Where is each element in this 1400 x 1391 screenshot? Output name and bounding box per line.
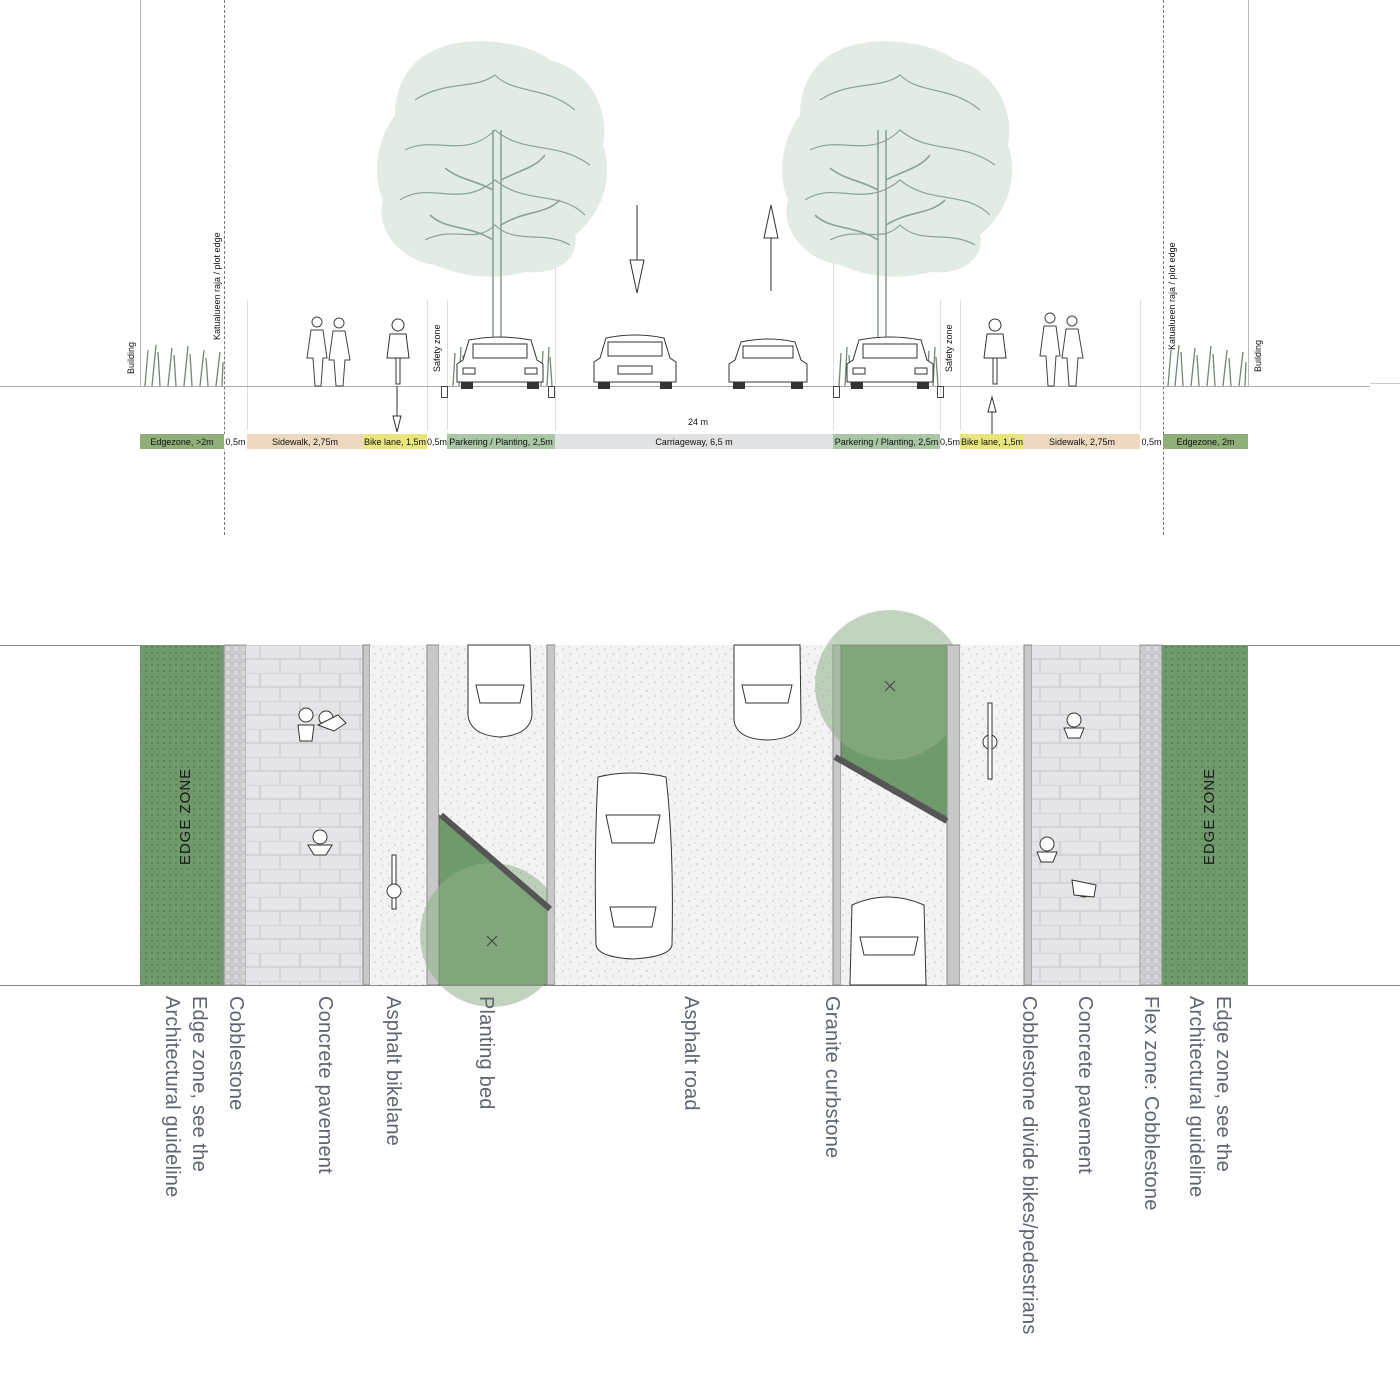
cyclist-icon [983, 318, 1007, 385]
zone-divider [960, 300, 961, 430]
tree-icon [781, 41, 1013, 370]
material-granite-curbstone: Granite curbstone [821, 996, 843, 1159]
zone-parking-right: Parkering / Planting, 2,5m [833, 434, 940, 449]
building-label-right: Building [1253, 339, 1263, 372]
zone-margin: 0,5m [427, 434, 447, 449]
zone-divider [833, 240, 834, 430]
zone-carriageway: Carriageway, 6,5 m [555, 434, 833, 449]
plan-bottom-line [0, 985, 1400, 986]
plot-edge-dashed-right [1163, 0, 1164, 535]
plot-edge-label-right: Katualueen raja / plot edge [1167, 242, 1177, 350]
ground-line-tick [1370, 383, 1400, 384]
zone-divider [427, 300, 428, 430]
building-line-right [1248, 0, 1249, 386]
plan-drawing [140, 610, 1248, 1007]
zone-margin: 0,5m [1140, 434, 1163, 449]
curb-block [937, 386, 944, 398]
parked-car-icon [456, 336, 544, 389]
car-icon [593, 334, 677, 389]
ground-line [0, 386, 1370, 387]
zone-divider [247, 300, 248, 430]
bike-arrow-down-icon [392, 386, 402, 433]
traffic-arrow-up-icon [763, 204, 779, 291]
zone-bike-lane-right: Bike lane, 1,5m [960, 434, 1024, 449]
traffic-arrow-down-icon [629, 205, 645, 294]
material-planting-bed: Planting bed [475, 996, 497, 1110]
zone-parking-left: Parkering / Planting, 2,5m [447, 434, 555, 449]
grass-icon [1167, 344, 1247, 387]
parked-car-icon [846, 336, 934, 389]
zone-edgezone-left: Edgezone, >2m [140, 434, 224, 449]
tree-icon [376, 41, 608, 370]
material-concrete-pavement-right: Concrete pavement [1074, 996, 1096, 1174]
zone-divider [555, 240, 556, 430]
material-cobblestone: Cobblestone [225, 996, 247, 1111]
zone-margin: 0,5m [224, 434, 247, 449]
zone-divider [1140, 300, 1141, 430]
pedestrians-icon [306, 316, 351, 387]
plot-edge-dashed-left [224, 0, 225, 535]
building-label-left: Building [126, 341, 136, 374]
material-concrete-pavement-left: Concrete pavement [314, 996, 336, 1174]
car-icon [728, 338, 808, 389]
material-asphalt-bikelane: Asphalt bikelane [382, 996, 404, 1146]
edge-zone-label-left: EDGE ZONE [177, 767, 195, 866]
zone-sidewalk-right: Sidewalk, 2,75m [1024, 434, 1140, 449]
zone-margin: 0,5m [940, 434, 960, 449]
zone-divider [447, 300, 448, 430]
bike-arrow-up-icon [987, 395, 997, 436]
grass-icon [144, 344, 224, 387]
material-cobblestone-divide: Cobblestone divide bikes/pedestrians [1018, 996, 1040, 1335]
cyclist-icon [386, 318, 410, 385]
total-width-label: 24 m [688, 417, 709, 427]
curb-block [548, 386, 555, 398]
material-flex-zone: Flex zone: Cobblestone [1140, 996, 1162, 1211]
pedestrians-icon [1039, 312, 1084, 387]
zone-edgezone-right: Edgezone, 2m [1163, 434, 1248, 449]
zone-sidewalk-left: Sidewalk, 2,75m [247, 434, 363, 449]
plot-edge-label-left: Katualueen raja / plot edge [212, 232, 222, 340]
building-line-left [140, 0, 141, 386]
curb-block [833, 386, 840, 398]
zone-bike-lane-left: Bike lane, 1,5m [363, 434, 427, 449]
material-edge-zone-left: Edge zone, see the Architectural guideli… [161, 996, 210, 1198]
edge-zone-label-right: EDGE ZONE [1201, 767, 1219, 866]
material-asphalt-road: Asphalt road [680, 996, 702, 1111]
zone-divider [940, 300, 941, 430]
material-edge-zone-right: Edge zone, see the Architectural guideli… [1185, 996, 1234, 1198]
curb-block [441, 386, 448, 398]
